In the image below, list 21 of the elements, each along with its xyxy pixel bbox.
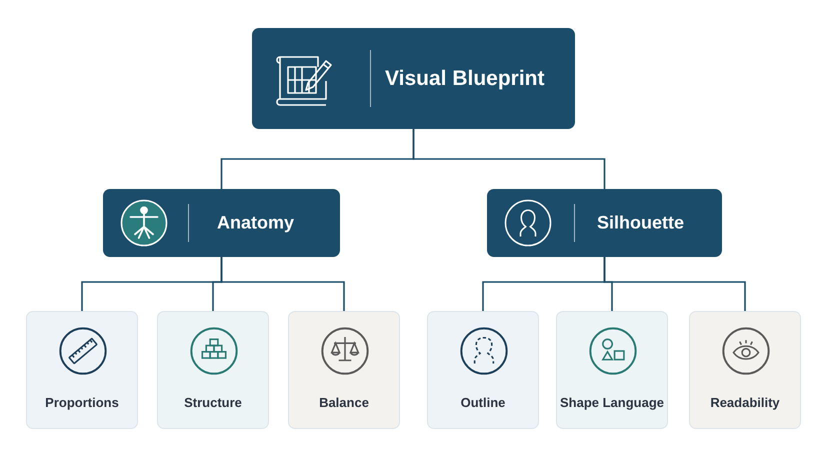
subcategory-card <box>556 311 668 429</box>
subcategory-card <box>26 311 138 429</box>
connector-line <box>412 129 606 189</box>
subcategory-card <box>157 311 269 429</box>
subcategory-label: Outline <box>460 395 506 410</box>
subcategory-card <box>689 311 801 429</box>
category-title: Anatomy <box>217 212 294 234</box>
subcategory-label: Readability <box>709 395 781 410</box>
category-box <box>103 189 340 257</box>
subcategory-label: Proportions <box>44 395 120 410</box>
connector-line <box>604 257 746 311</box>
subcategory-card <box>288 311 400 429</box>
connector-line <box>220 257 345 311</box>
category-box <box>487 189 722 257</box>
subcategory-label: Shape Language <box>558 395 666 410</box>
category-box <box>252 28 575 129</box>
subcategory-label: Structure <box>183 395 243 410</box>
subcategory-label: Balance <box>318 395 370 410</box>
subcategory-card <box>427 311 539 429</box>
category-title: Silhouette <box>597 212 684 234</box>
category-title: Visual Blueprint <box>385 66 544 90</box>
